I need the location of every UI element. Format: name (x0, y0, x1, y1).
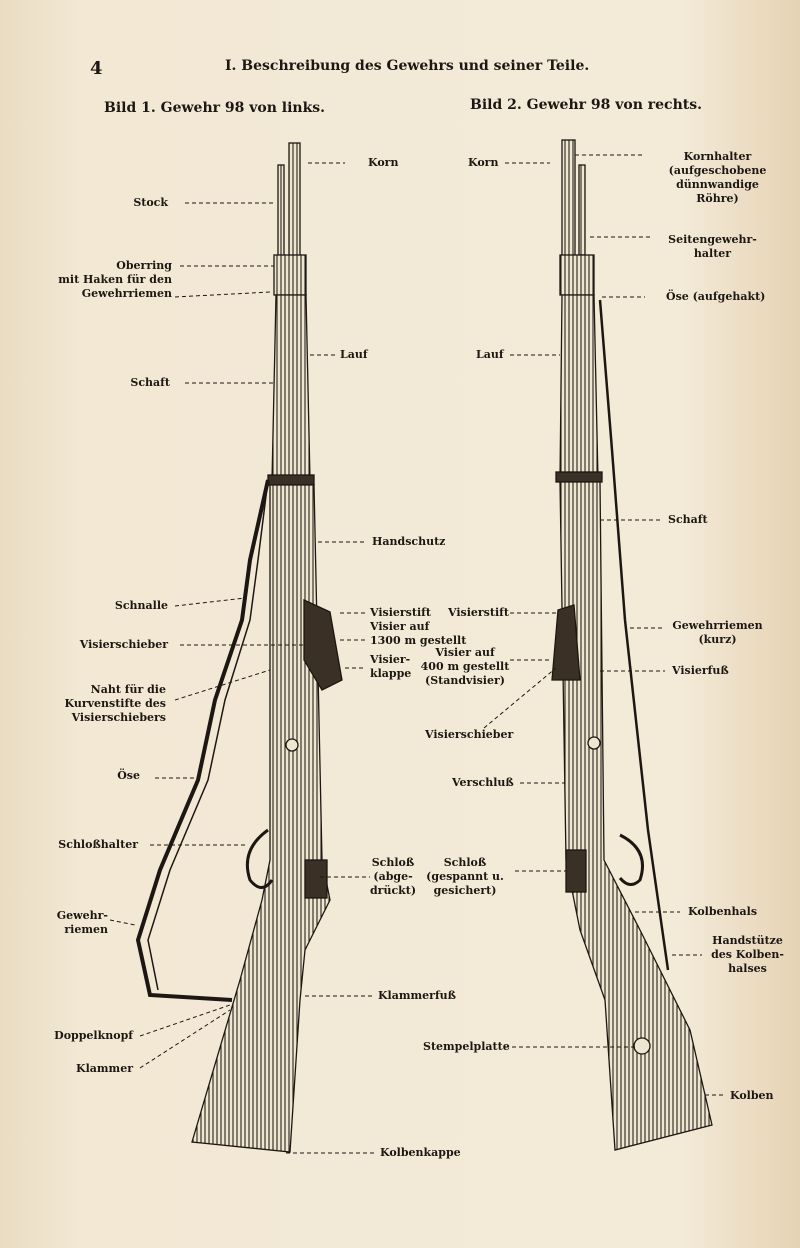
label-lauf-r: Lauf (476, 348, 504, 361)
label-schaft-r: Schaft (668, 513, 708, 526)
rifle-right-view (551, 139, 713, 1151)
label-visier-1300: Visier auf 1300 m gestellt (370, 620, 467, 647)
label-naht: Naht für die Kurvenstifte des Visierschi… (64, 683, 166, 724)
label-oese-r: Öse (aufgehakt) (666, 290, 766, 303)
figure-1-caption: Bild 1. Gewehr 98 von links. (104, 100, 326, 116)
label-gewehrriemen-l: Gewehr- riemen (56, 909, 108, 936)
label-schlosshalter: Schloßhalter (58, 838, 138, 851)
label-schloss-gespannt: Schloß (gespannt u. gesichert) (426, 856, 504, 897)
label-visier-400: Visier auf 400 m gestellt (Standvisier) (420, 646, 510, 687)
label-stempelplatte: Stempelplatte (423, 1040, 510, 1053)
label-seitengewehrhalter: Seitengewehr- halter (668, 233, 757, 260)
label-handschutz: Handschutz (372, 535, 446, 548)
label-visierschieber-l: Visierschieber (79, 638, 168, 651)
label-schnalle: Schnalle (114, 599, 168, 612)
rifle-left-view (135, 142, 343, 1153)
label-korn-l: Korn (368, 156, 399, 169)
label-visierfuss: Visierfuß (672, 664, 729, 677)
figure-2-caption: Bild 2. Gewehr 98 von rechts. (470, 97, 702, 113)
label-stock: Stock (133, 196, 168, 209)
page-number: 4 (90, 58, 103, 79)
label-korn-r: Korn (468, 156, 499, 169)
label-klammer: Klammer (76, 1062, 133, 1075)
label-visierschieber-r: Visierschieber (425, 728, 514, 741)
label-schloss-abgedrueckt: Schloß (abge- drückt) (369, 856, 417, 897)
leader-lines (109, 154, 725, 1154)
label-oese-l: Öse (117, 769, 140, 782)
label-klammerfuss: Klammerfuß (378, 989, 457, 1002)
label-visierklappe: Visier- klappe (370, 653, 412, 680)
label-schaft-l: Schaft (130, 376, 170, 389)
label-kolbenkappe: Kolbenkappe (380, 1146, 461, 1159)
label-kolbenhals: Kolbenhals (688, 905, 758, 918)
label-visierstift-r: Visierstift (448, 606, 509, 619)
label-kolben: Kolben (730, 1089, 774, 1102)
label-oberring: Oberring mit Haken für den Gewehrriemen (58, 259, 172, 300)
label-lauf-l: Lauf (340, 348, 368, 361)
running-title: I. Beschreibung des Gewehrs und seiner T… (225, 58, 590, 74)
label-verschluss: Verschluß (452, 776, 514, 789)
label-gewehrriemen-r: Gewehrriemen (kurz) (672, 619, 763, 646)
label-doppelknopf: Doppelknopf (54, 1029, 133, 1042)
label-visierstift-l: Visierstift (370, 606, 431, 619)
label-kornhalter: Kornhalter (aufgeschobene dünnwandige Rö… (668, 150, 767, 205)
label-handstuetze: Handstütze des Kolben- halses (711, 934, 784, 975)
